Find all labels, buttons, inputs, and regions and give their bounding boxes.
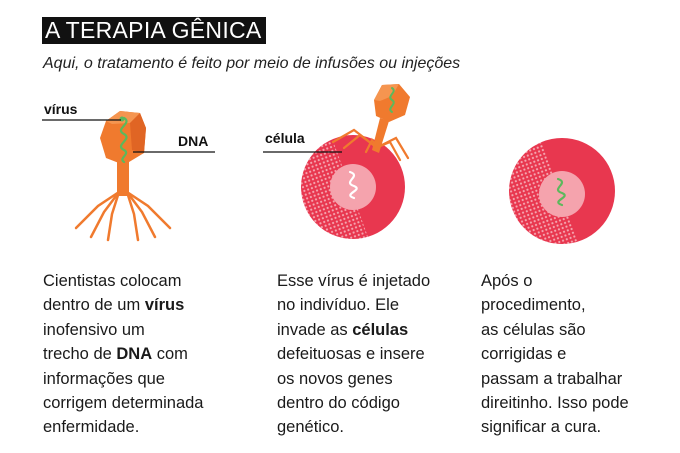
text-line: Esse vírus é injetado <box>277 269 457 293</box>
text-fragment: Cientistas colocam <box>43 272 182 290</box>
text-fragment: trecho de <box>43 345 117 364</box>
page-subtitle: Aqui, o tratamento é feito por meio de i… <box>43 55 461 72</box>
text-fragment: as células são <box>481 320 586 339</box>
text-line: passam a trabalhar <box>481 367 671 391</box>
text-fragment: genético. <box>277 418 344 437</box>
keyword: células <box>352 320 409 339</box>
text-fragment: invade as <box>277 320 353 339</box>
text-line: os novos genes <box>277 367 457 391</box>
text-line: inofensivo um <box>43 318 258 342</box>
dna-strand-white <box>348 170 358 200</box>
text-fragment: corrigidas e <box>481 345 567 364</box>
text-line: Após o <box>481 269 671 293</box>
text-line: no indivíduo. Ele <box>277 293 457 317</box>
step-1-text: Cientistas colocam dentro de um vírus inof… <box>43 269 258 440</box>
text-line: Cientistas colocam <box>43 269 258 293</box>
text-line: procedimento, <box>481 293 671 317</box>
text-fragment: passam a trabalhar <box>481 369 623 388</box>
text-fragment: Após o <box>481 272 533 290</box>
text-line: informações que <box>43 367 258 391</box>
page-title: A TERAPIA GÊNICA <box>42 17 266 44</box>
text-line: dentro do código <box>277 391 457 415</box>
text-fragment: no indivíduo. Ele <box>277 296 400 315</box>
text-line: significar a cura. <box>481 415 671 439</box>
text-fragment: procedimento, <box>481 296 586 315</box>
text-line: invade as células <box>277 318 457 342</box>
text-fragment: dentro de um <box>43 296 145 315</box>
text-line: enfermidade. <box>43 415 258 439</box>
step-2-text: Esse vírus é injetado no indivíduo. Ele in… <box>277 269 457 440</box>
text-fragment: informações que <box>43 369 165 388</box>
text-fragment: enfermidade. <box>43 418 140 437</box>
dna-label: DNA <box>178 133 209 149</box>
cell-nucleus <box>330 164 376 210</box>
text-fragment: defeituosas e insere <box>277 345 425 364</box>
text-line: as células são <box>481 318 671 342</box>
text-line: genético. <box>277 415 457 439</box>
virus-tail <box>117 158 129 196</box>
corrected-cell-illustration <box>509 138 615 244</box>
keyword: vírus <box>144 296 185 315</box>
virus-illustration <box>42 111 215 242</box>
text-fragment: os novos genes <box>277 369 393 388</box>
gene-therapy-illustration <box>42 84 615 244</box>
step-3-text: Após o procedimento, as células são corrigi… <box>481 269 671 440</box>
dna-strand <box>119 116 128 164</box>
text-line: trecho de DNA com <box>43 342 258 366</box>
text-fragment: significar a cura. <box>481 418 602 437</box>
text-line: dentro de um vírus <box>43 293 258 317</box>
text-line: corrigem determinada <box>43 391 258 415</box>
text-fragment: corrigem determinada <box>43 394 204 413</box>
dna-strand-green <box>556 177 566 207</box>
keyword: DNA <box>116 345 153 364</box>
text-line: direitinho. Isso pode <box>481 391 671 415</box>
text-fragment: dentro do código <box>277 394 400 413</box>
text-fragment: Esse vírus é injetado <box>277 272 431 290</box>
infected-cell-illustration <box>263 84 410 239</box>
text-fragment: direitinho. Isso pode <box>481 394 629 413</box>
text-fragment: com <box>152 345 188 364</box>
text-line: corrigidas e <box>481 342 671 366</box>
text-fragment: inofensivo um <box>43 320 145 339</box>
cell-label: célula <box>265 130 305 146</box>
virus-label: vírus <box>44 101 78 117</box>
text-line: defeituosas e insere <box>277 342 457 366</box>
